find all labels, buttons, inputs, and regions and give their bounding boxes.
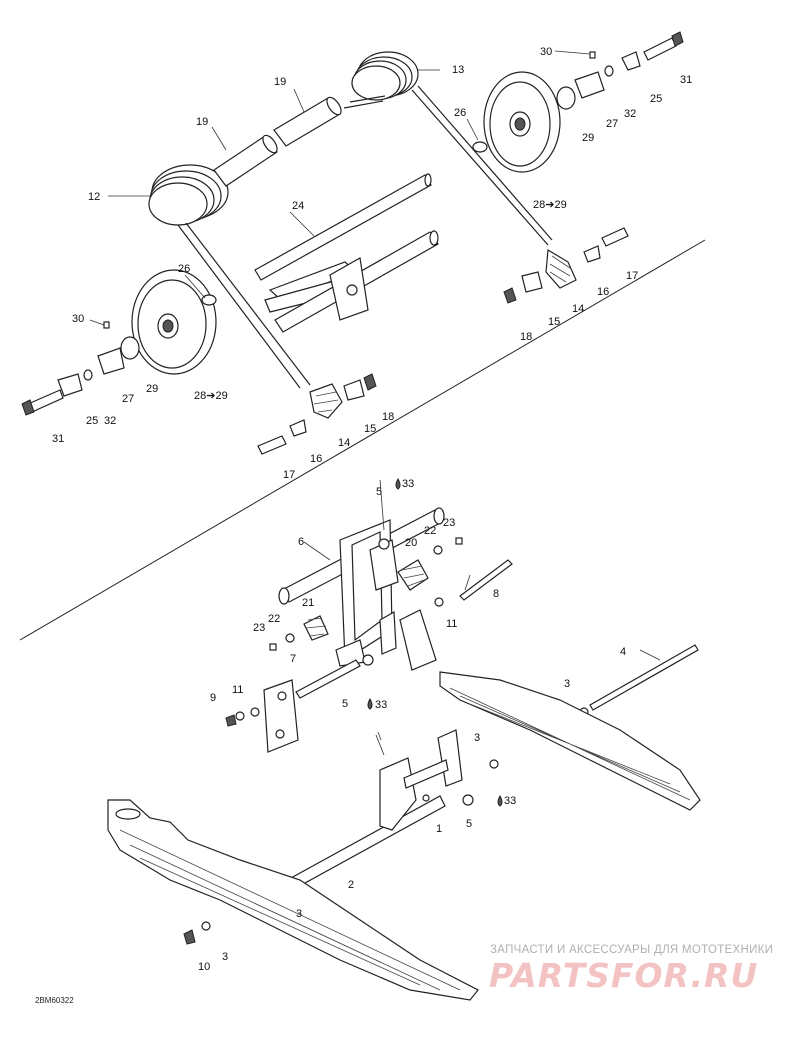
callout-29: 29: [146, 383, 158, 395]
callout-32: 32: [104, 415, 116, 427]
callout-29: 29: [582, 132, 594, 144]
callout-3: 3: [296, 908, 302, 920]
right-stopper-block-group: [503, 227, 629, 304]
idler-arm-assembly: [264, 230, 439, 333]
callout-31: 31: [680, 74, 692, 86]
callout-10: 10: [198, 961, 210, 973]
lubricant-drop-icon: [395, 477, 401, 490]
callout-3: 3: [222, 951, 228, 963]
callout-27: 27: [122, 393, 134, 405]
left-slide-rail: [107, 799, 479, 1001]
watermark-logo: PARTSFOR.RU: [489, 956, 759, 995]
callout-5: 5: [466, 818, 472, 830]
callout-14: 14: [572, 303, 584, 315]
callout-3: 3: [474, 732, 480, 744]
callout-22: 22: [424, 525, 436, 537]
rear-arm-assembly: [225, 507, 513, 753]
callout-11: 11: [232, 684, 243, 696]
callout-23: 23: [253, 622, 265, 634]
drawing-code: 2BM60322: [35, 996, 74, 1005]
callout-4: 4: [620, 646, 626, 658]
callout-16: 16: [597, 286, 609, 298]
callout-25: 25: [86, 415, 98, 427]
cross-shaft-24: [254, 173, 432, 281]
callout-12: 12: [88, 191, 100, 203]
callout-3: 3: [564, 678, 570, 690]
right-torsion-spring: [343, 51, 553, 246]
callout-15: 15: [548, 316, 560, 328]
callout-33: 33: [504, 795, 516, 807]
callout-33: 33: [375, 699, 387, 711]
front-arm-assembly: [183, 644, 699, 945]
callout-31: 31: [52, 433, 64, 445]
left-stopper-block-group: [257, 373, 377, 455]
callout-26: 26: [178, 263, 190, 275]
section-divider-line: [19, 239, 706, 641]
callout-27: 27: [606, 118, 618, 130]
callout-5: 5: [342, 698, 348, 710]
lubricant-drop-icon: [497, 794, 503, 807]
callout-14: 14: [338, 437, 350, 449]
callout-33: 33: [402, 478, 414, 490]
callout-6: 6: [298, 536, 304, 548]
watermark-text: ЗАПЧАСТИ И АКСЕССУАРЫ ДЛЯ МОТОТЕХНИКИ: [490, 944, 774, 956]
callout-30: 30: [72, 313, 84, 325]
callout-30: 30: [540, 46, 552, 58]
callout-1: 1: [436, 823, 442, 835]
callout-16: 16: [310, 453, 322, 465]
callout-28-29: 28➔29: [533, 199, 567, 211]
callout-22: 22: [268, 613, 280, 625]
callout-21: 21: [302, 597, 314, 609]
callout-8: 8: [493, 588, 499, 600]
callout-19: 19: [196, 116, 208, 128]
callout-28-29: 28➔29: [194, 390, 228, 402]
callout-23: 23: [443, 517, 455, 529]
spacer-sleeve-pair: [213, 96, 342, 187]
right-slide-rail: [439, 671, 701, 811]
callout-5: 5: [376, 486, 382, 498]
part-callouts: 30 31 25 27 32 29 13 26 28➔29 19 19 12 2…: [52, 46, 692, 973]
leader-lines: [89, 50, 661, 756]
lubricant-drop-icon: [367, 697, 373, 710]
callout-17: 17: [283, 469, 295, 481]
callout-15: 15: [364, 423, 376, 435]
callout-11: 11: [446, 618, 457, 630]
callout-32: 32: [624, 108, 636, 120]
callout-18: 18: [382, 411, 394, 423]
callout-18: 18: [520, 331, 532, 343]
left-torsion-spring: [148, 164, 311, 389]
callout-2: 2: [348, 879, 354, 891]
callout-20: 20: [405, 537, 417, 549]
callout-9: 9: [210, 692, 216, 704]
callout-13: 13: [452, 64, 464, 76]
right-idler-wheel: [472, 31, 684, 173]
callout-25: 25: [650, 93, 662, 105]
callout-24: 24: [292, 200, 304, 212]
callout-17: 17: [626, 270, 638, 282]
left-idler-wheel: [21, 269, 217, 416]
callout-7: 7: [290, 653, 296, 665]
callout-26: 26: [454, 107, 466, 119]
callout-19: 19: [274, 76, 286, 88]
